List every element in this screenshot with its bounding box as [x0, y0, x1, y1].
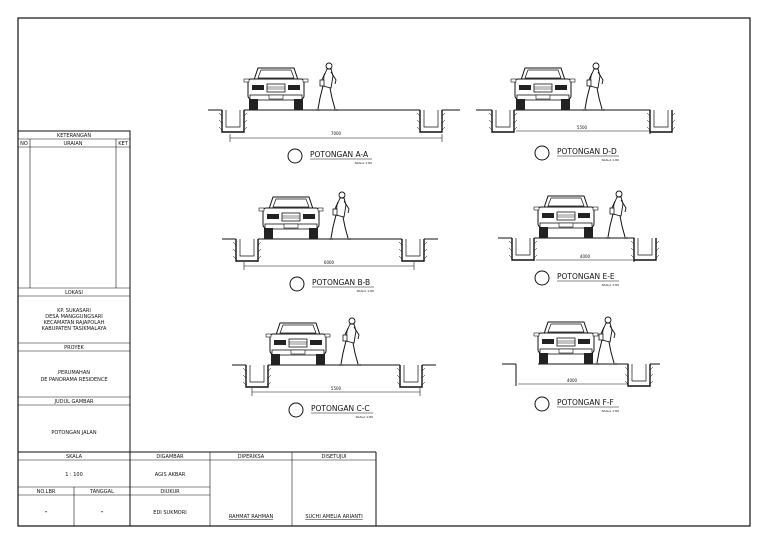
section-label-c-c: POTONGAN C-C: [311, 404, 370, 413]
tanggal-value: -: [101, 507, 104, 516]
proyek-line-2: DE PANORAMA RESIDENCE: [40, 377, 107, 383]
diperiksa-value: RAHMAT RAHMAN: [229, 514, 274, 520]
section-scale-c-c: SKALA 1:80: [356, 415, 373, 419]
skala-value: 1 : 100: [65, 472, 83, 478]
dimension-d-d: 5500: [577, 125, 588, 130]
diperiksa-label: DIPERIKSA: [238, 454, 265, 460]
proyek-label: PROYEK: [64, 345, 84, 351]
section-c-c: 5500 POTONGAN C-C SKALA 1:80: [232, 317, 436, 419]
sheet-border: [17, 17, 751, 527]
section-f-f: 4000 POTONGAN F-F SKALA 1:80: [502, 316, 660, 413]
section-e-e: 4000 POTONGAN E-E SKALA 1:80: [498, 190, 660, 287]
section-scale-f-f: SKALA 1:80: [602, 409, 619, 413]
tanggal-label: TANGGAL: [89, 489, 114, 495]
dimension-f-f: 4000: [567, 378, 578, 383]
section-label-d-d: POTONGAN D-D: [557, 147, 617, 156]
section-label-e-e: POTONGAN E-E: [557, 272, 615, 281]
proyek-line-1: PERUMAHAN: [58, 370, 90, 376]
lokasi-line-4: KABUPATEN TASIKMALAYA: [42, 326, 107, 332]
disetujui-value: SUCHI AMELIA ARIANTI: [305, 514, 362, 520]
section-b-b: 6000 POTONGAN B-B SKALA 1:80: [222, 191, 438, 293]
dimension-b-b: 6000: [324, 260, 335, 265]
diukur-value: EDI SUKMORI: [153, 510, 186, 516]
lokasi-line-3: KECAMATAN RAJAPOLAH: [44, 320, 105, 326]
nolbr-label: NO.LBR: [37, 489, 56, 495]
dimension-c-c: 5500: [331, 386, 342, 391]
col-no-label: NO: [20, 141, 28, 147]
lokasi-line-2: DESA MANGGUNGSARI: [45, 314, 102, 320]
diukur-label: DIUKUR: [160, 489, 180, 495]
skala-label: SKALA: [66, 454, 83, 460]
section-label-f-f: POTONGAN F-F: [557, 398, 614, 407]
digambar-label: DIGAMBAR: [156, 454, 184, 460]
dimension-a-a: 7000: [331, 131, 342, 136]
lokasi-label: LOKASI: [65, 290, 83, 296]
section-d-d: 5500 POTONGAN D-D SKALA 1:80: [476, 62, 676, 162]
section-scale-b-b: SKALA 1:80: [357, 289, 374, 293]
section-scale-e-e: SKALA 1:80: [602, 283, 619, 287]
section-scale-a-a: SKALA 1:80: [355, 161, 372, 165]
section-scale-d-d: SKALA 1:80: [602, 158, 619, 162]
col-ket-label: KET: [118, 141, 128, 147]
dimension-e-e: 4000: [580, 254, 591, 259]
lokasi-line-1: KP. SUKASARI: [57, 308, 91, 314]
title-block: KETERANGAN NO URAIAN KET LOKASI KP. SUKA…: [17, 130, 377, 527]
section-label-b-b: POTONGAN B-B: [312, 278, 370, 287]
col-uraian-label: URAIAN: [64, 141, 83, 147]
keterangan-label: KETERANGAN: [57, 133, 91, 139]
digambar-value: AGIS AKBAR: [155, 472, 186, 478]
nolbr-value: -: [45, 507, 48, 516]
section-a-a: 7000 POTONGAN A-A SKALA 1:80: [208, 62, 460, 165]
judul-label: JUDUL GAMBAR: [54, 399, 94, 405]
disetujui-label: DISETUJUI: [322, 454, 347, 460]
section-label-a-a: POTONGAN A-A: [310, 150, 369, 159]
judul-value: POTONGAN JALAN: [51, 430, 96, 436]
